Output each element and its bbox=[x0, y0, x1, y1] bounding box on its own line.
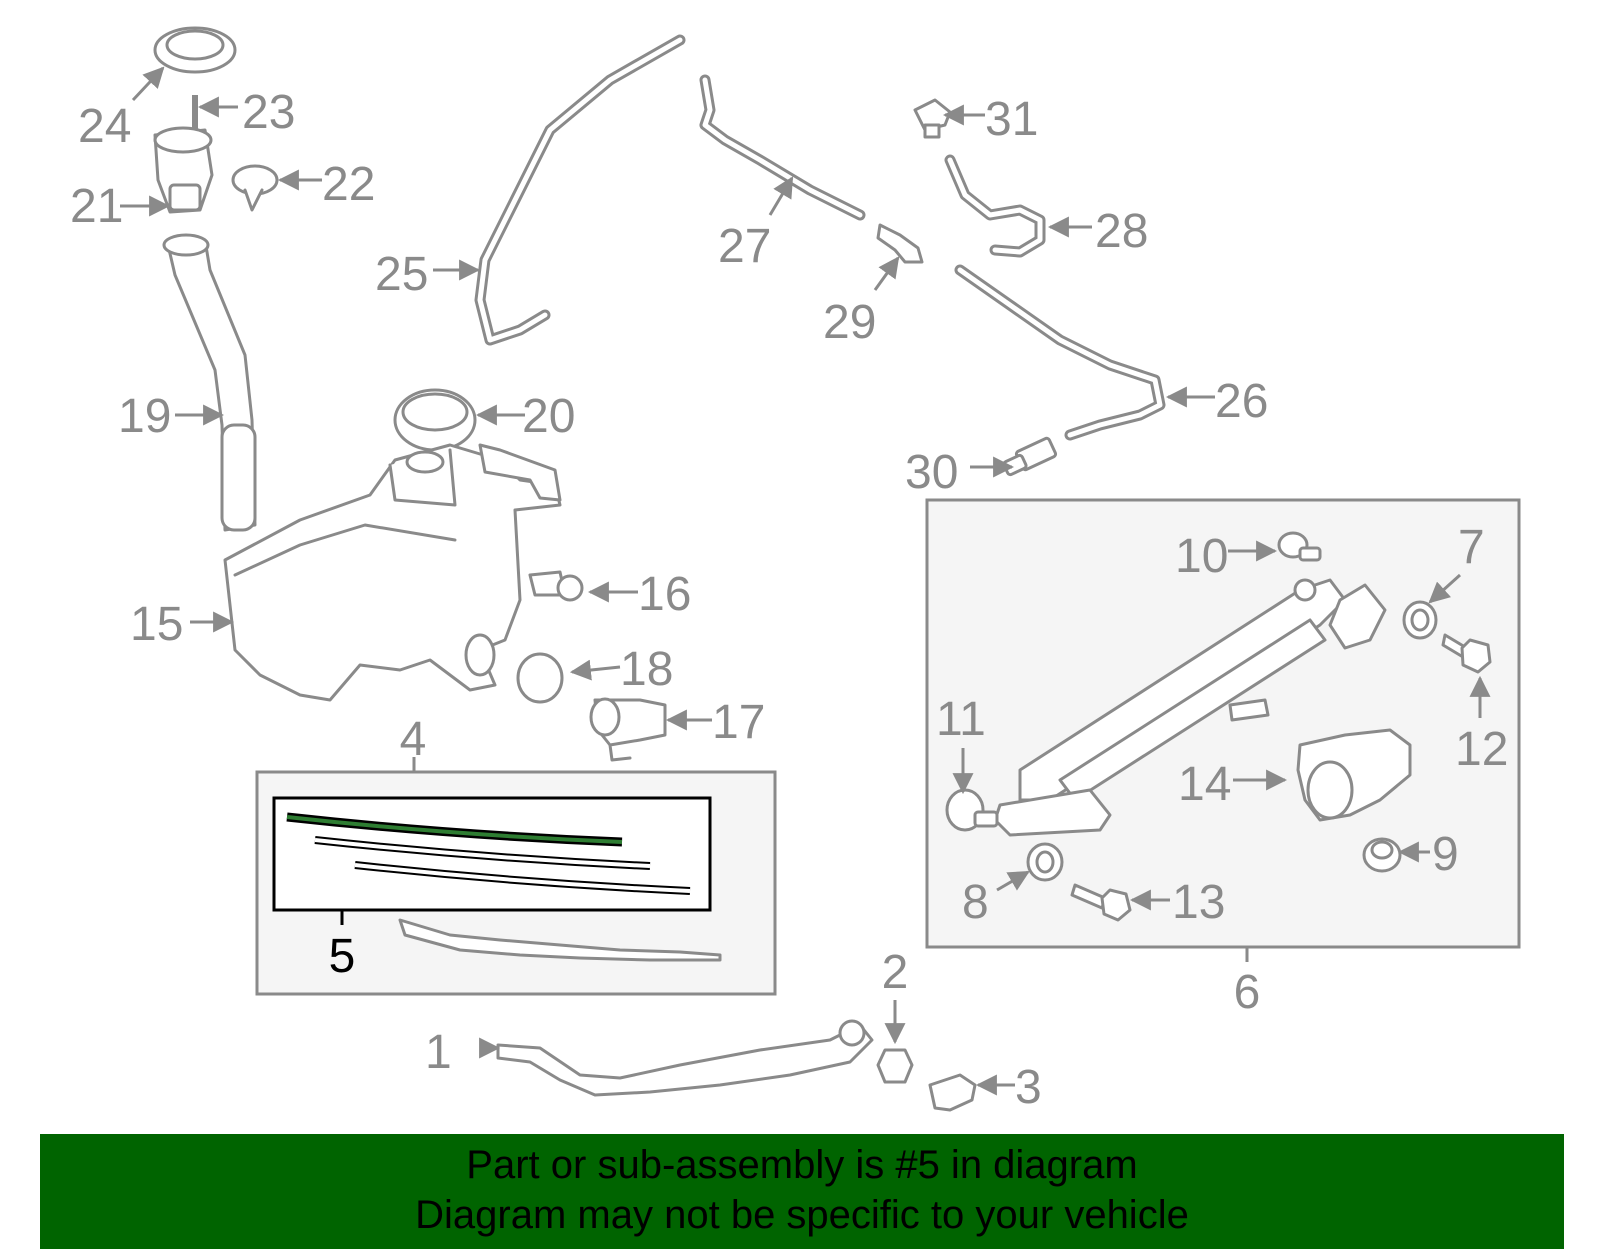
bolt-13[interactable] bbox=[1070, 883, 1132, 922]
seal-20[interactable] bbox=[393, 388, 477, 452]
callout-22: 22 bbox=[322, 158, 375, 211]
filler-tube-19[interactable] bbox=[162, 233, 257, 532]
washer-pump-17[interactable] bbox=[589, 697, 667, 762]
hose-25[interactable] bbox=[474, 34, 686, 346]
callout-6: 6 bbox=[1234, 966, 1261, 1019]
washer-pump-grommet-18[interactable] bbox=[516, 652, 564, 704]
bushing-8[interactable] bbox=[1026, 842, 1064, 882]
hose-28[interactable] bbox=[944, 154, 1046, 258]
callout-27: 27 bbox=[718, 220, 771, 273]
callout-3: 3 bbox=[1015, 1061, 1042, 1114]
callout-30: 30 bbox=[905, 446, 958, 499]
bolt-10[interactable] bbox=[1277, 531, 1322, 562]
callout-16: 16 bbox=[638, 568, 691, 621]
callout-21: 21 bbox=[70, 180, 123, 233]
callout-17: 17 bbox=[712, 696, 765, 749]
arm-cap-3[interactable] bbox=[928, 1073, 977, 1112]
nut-2[interactable] bbox=[876, 1048, 914, 1084]
callout-12: 12 bbox=[1455, 723, 1508, 776]
filler-neck-cap-21[interactable] bbox=[153, 126, 214, 214]
hose-27[interactable] bbox=[699, 74, 866, 221]
nozzle-31[interactable] bbox=[913, 98, 952, 139]
wiper-motor-14[interactable] bbox=[1296, 728, 1412, 822]
banner-line-2: Diagram may not be specific to your vehi… bbox=[415, 1193, 1189, 1237]
callout-28: 28 bbox=[1095, 205, 1148, 258]
callout-26: 26 bbox=[1215, 375, 1268, 428]
callout-2: 2 bbox=[882, 946, 909, 999]
callout-18: 18 bbox=[620, 643, 673, 696]
callout-7: 7 bbox=[1458, 521, 1485, 574]
wiper-arm-1[interactable] bbox=[496, 1019, 874, 1097]
hose-connector-29[interactable] bbox=[876, 223, 924, 264]
callout-labels: 24 23 21 22 19 20 15 16 18 17 25 27 29 2… bbox=[70, 86, 1508, 1114]
clip-22[interactable] bbox=[231, 164, 279, 212]
leader-arrows bbox=[120, 66, 1491, 1096]
callout-25: 25 bbox=[375, 248, 428, 301]
callout-9: 9 bbox=[1432, 828, 1459, 881]
callout-1: 1 bbox=[425, 1026, 452, 1079]
callout-10: 10 bbox=[1175, 530, 1228, 583]
wiper-linkage-assembly[interactable] bbox=[993, 578, 1387, 837]
callout-31: 31 bbox=[985, 93, 1038, 146]
bolt-11[interactable] bbox=[945, 788, 999, 832]
callout-20: 20 bbox=[522, 390, 575, 443]
callout-4: 4 bbox=[400, 713, 427, 766]
callout-5: 5 bbox=[329, 930, 356, 983]
bolt-12[interactable] bbox=[1441, 633, 1492, 674]
callout-29: 29 bbox=[823, 296, 876, 349]
info-banner: Part or sub-assembly is #5 in diagram Di… bbox=[40, 1134, 1564, 1249]
hose-26[interactable] bbox=[954, 264, 1166, 441]
cap-9[interactable] bbox=[1362, 837, 1402, 873]
washer-reservoir-15[interactable] bbox=[223, 443, 562, 702]
callout-19: 19 bbox=[118, 390, 171, 443]
callout-14: 14 bbox=[1178, 758, 1231, 811]
callout-13: 13 bbox=[1172, 876, 1225, 929]
bolt-16[interactable] bbox=[528, 570, 584, 602]
callout-23: 23 bbox=[242, 86, 295, 139]
wiper-blade-frame bbox=[398, 918, 722, 962]
callout-11: 11 bbox=[936, 693, 986, 746]
connector-30[interactable] bbox=[1002, 436, 1058, 477]
callout-15: 15 bbox=[130, 598, 183, 651]
reservoir-cap-24[interactable] bbox=[153, 26, 237, 74]
callout-8: 8 bbox=[962, 876, 989, 929]
callout-24: 24 bbox=[78, 100, 131, 153]
bushing-7[interactable] bbox=[1402, 600, 1438, 640]
wiper-blade-refill-5[interactable] bbox=[286, 812, 691, 895]
banner-line-1: Part or sub-assembly is #5 in diagram bbox=[466, 1143, 1138, 1187]
